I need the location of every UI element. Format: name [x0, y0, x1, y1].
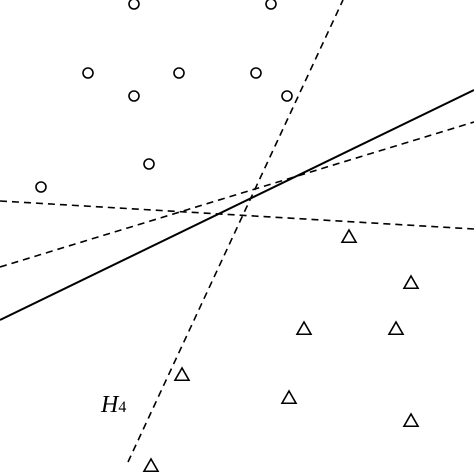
hyperplane-h4-label: H4: [101, 393, 126, 417]
triangle-point-6: [280, 389, 298, 405]
triangle-point-4: [387, 320, 405, 336]
circle-point-9: [35, 181, 47, 193]
circle-point-3: [82, 67, 94, 79]
triangle-point-5: [173, 366, 191, 382]
triangle-point-2: [402, 274, 420, 290]
triangle-point-3: [295, 320, 313, 336]
hyperplane-h4-dashed: [127, 0, 344, 463]
hyperplane-h4-symbol: H: [101, 392, 119, 418]
dashed-line-shallow: [0, 121, 474, 268]
circle-point-2: [265, 0, 277, 10]
triangle-point-1: [340, 228, 358, 244]
circle-point-4: [173, 67, 185, 79]
circle-point-1: [128, 0, 140, 10]
hyperplane-h4-subscript: 4: [118, 399, 127, 416]
circle-point-5: [250, 67, 262, 79]
circle-point-7: [281, 90, 293, 102]
triangle-point-7: [402, 412, 420, 428]
circle-point-6: [128, 90, 140, 102]
separating-line-solid: [0, 89, 474, 321]
circle-point-8: [143, 158, 155, 170]
triangle-point-8: [142, 457, 160, 473]
